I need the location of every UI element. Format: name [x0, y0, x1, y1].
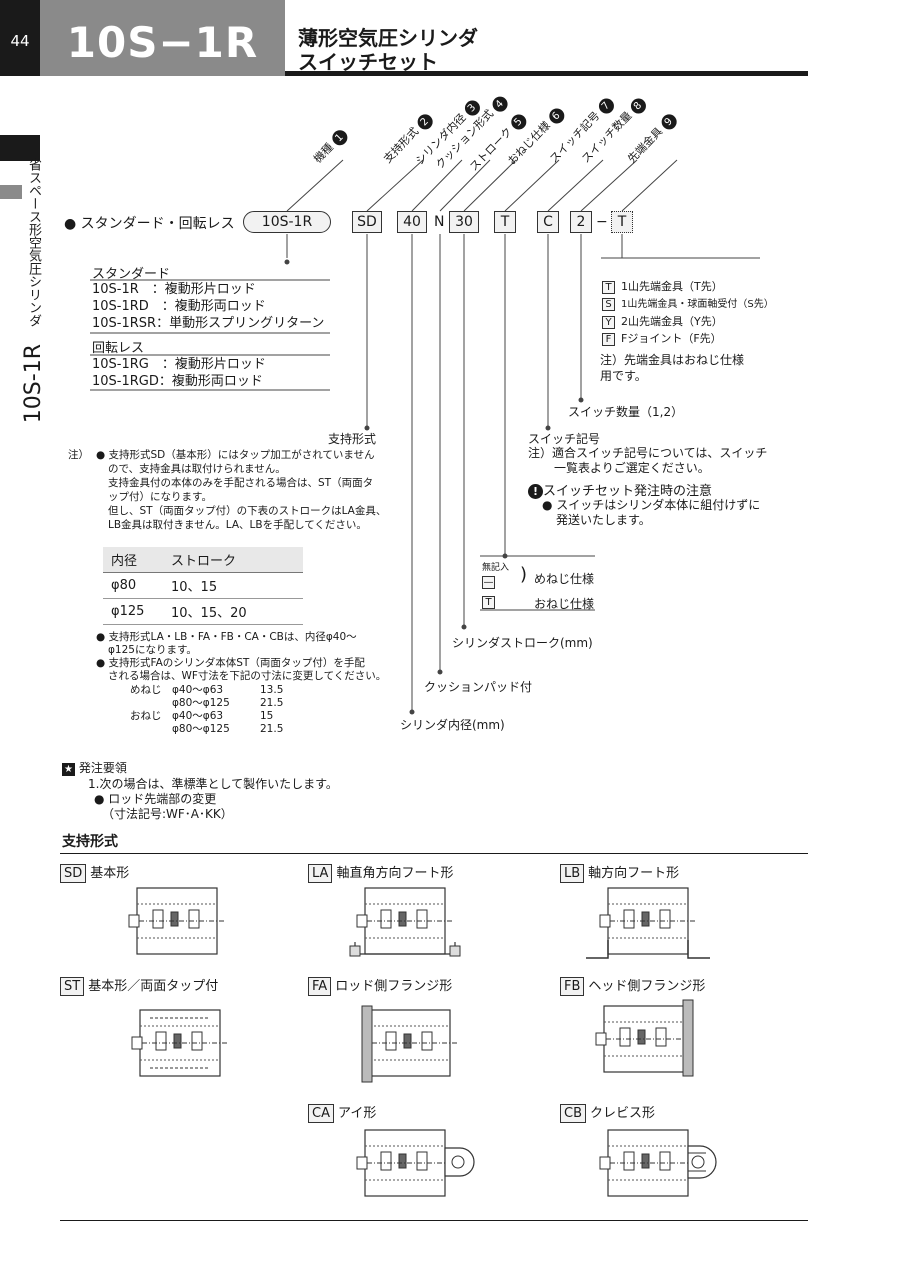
ca-drawing	[356, 1129, 475, 1197]
page-number: 44	[10, 32, 30, 50]
thread-blank-code: —	[482, 576, 495, 589]
norotate-title: 回転レス	[92, 341, 145, 356]
code-stroke: 30	[449, 211, 479, 233]
caution-body: ● スイッチはシリンダ本体に組付けずに 発送いたします。	[542, 498, 761, 527]
sd-drawing	[128, 887, 226, 955]
side-tab-category: 省スペース形空気圧シリンダ	[26, 158, 41, 327]
order-req-title: ★ 発注要領	[62, 759, 127, 776]
side-tab-gray	[0, 185, 22, 199]
support-notes: 注） ● 支持形式SD（基本形）にはタップ加工がされていません ので、支持金具は…	[68, 449, 387, 531]
label-switch-code: スイッチ記号	[528, 432, 601, 446]
code-switch: C	[537, 211, 559, 233]
switch-note: 注）適合スイッチ記号については、スイッチ 一覧表よりご選定ください。	[528, 446, 768, 475]
code-model: 10S-1R	[243, 211, 331, 233]
code-support: SD	[352, 211, 382, 233]
fa-drawing	[361, 1005, 459, 1083]
mounting-title: 支持形式	[62, 834, 118, 850]
label-cushion: クッションパッド付	[424, 680, 533, 694]
thread-brace: )	[520, 564, 528, 585]
header-black-block	[0, 0, 40, 76]
footer-rule	[60, 1220, 808, 1221]
code-switch-qty: 2	[570, 211, 592, 233]
st-drawing	[131, 1009, 229, 1077]
cb-drawing	[599, 1129, 717, 1197]
code-tip: T	[611, 211, 633, 233]
series-label: ● スタンダード・回転レス	[64, 216, 235, 232]
star-icon: ★	[62, 763, 75, 776]
norotate-list: 10S-1RG ：複動形片ロッド 10S-1RGD：複動形両ロッド	[92, 357, 266, 389]
code-dash: −	[596, 214, 608, 230]
caution-title: !スイッチセット発注時の注意	[528, 480, 712, 499]
label-support: 支持形式	[328, 432, 377, 446]
thread-t-code: T	[482, 594, 501, 609]
mount-notes: ● 支持形式LA・LB・FA・FB・CA・CBは、内径φ40〜 φ125になりま…	[96, 631, 387, 682]
order-code-leaders	[90, 159, 760, 715]
lb-drawing	[586, 887, 710, 959]
order-req-body: 1.次の場合は、準標準として製作いたします。 ● ロッド先端部の変更 （寸法記号…	[88, 777, 338, 821]
code-bore: 40	[397, 211, 427, 233]
thread-female: めねじ仕様	[534, 572, 595, 586]
exclamation-icon: !	[528, 484, 543, 499]
side-tab-black	[0, 135, 40, 161]
label-switch-qty: スイッチ数量（1,2）	[568, 405, 684, 419]
label-stroke: シリンダストローク(mm)	[452, 636, 593, 650]
page-title-line2: スイッチセット	[298, 50, 438, 74]
page-model-title: 10S−1R	[66, 18, 259, 67]
stroke-table-header: 内径 ストローク	[103, 547, 303, 573]
header-rule	[285, 71, 808, 76]
label-bore: シリンダ内径(mm)	[400, 718, 505, 732]
mounting-rule	[60, 853, 808, 854]
page-title-line1: 薄形空気圧シリンダ	[298, 26, 478, 50]
la-drawing	[349, 887, 461, 957]
header-gray-block	[40, 0, 285, 76]
thread-male: おねじ仕様	[534, 597, 595, 611]
fb-drawing	[595, 999, 694, 1077]
code-cushion: N	[434, 214, 445, 230]
standard-list: 10S-1R ：複動形片ロッド 10S-1RD ：複動形両ロッド 10S-1RS…	[92, 282, 325, 331]
thread-blank-label: 無記入	[482, 563, 510, 573]
standard-title: スタンダード	[92, 267, 171, 282]
code-thread: T	[494, 211, 516, 233]
tip-note: 注）先端金具はおねじ仕様 用です。	[600, 353, 745, 383]
mounting-drawings	[128, 887, 717, 1197]
